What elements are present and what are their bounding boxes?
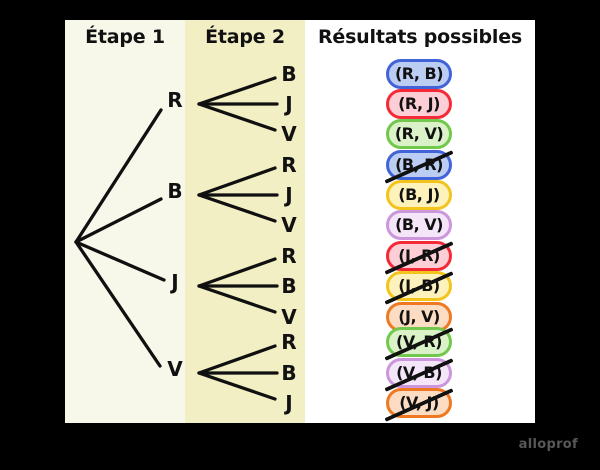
result-badge-br: (B, R) (386, 150, 452, 180)
stage1-header: Étape 1 (85, 26, 165, 48)
stage2-letter: B (281, 274, 297, 298)
diagram-card (65, 20, 535, 423)
stage2-letter: B (281, 361, 297, 385)
stage2-header: Étape 2 (205, 26, 285, 48)
results-header: Résultats possibles (317, 26, 523, 48)
stage2-letter: R (281, 330, 297, 354)
stage2-letter: V (281, 122, 297, 146)
stage1-letter-r: R (167, 88, 183, 112)
result-badge-rv: (R, V) (386, 119, 452, 149)
stage2-letter: B (281, 62, 297, 86)
stage2-letter: J (285, 92, 293, 116)
result-badge-bj: (B, J) (386, 180, 452, 210)
alloprof-watermark: alloprof (518, 437, 578, 452)
stage1-letter-b: B (167, 179, 183, 203)
stage2-letter: R (281, 244, 297, 268)
result-badge-vb: (V, B) (386, 358, 452, 388)
result-badge-vr: (V, R) (386, 327, 452, 357)
stage1-letter-v: V (167, 357, 183, 381)
result-badge-jb: (J, B) (386, 271, 452, 301)
result-badge-rj: (R, J) (386, 89, 452, 119)
stage2-letter: V (281, 213, 297, 237)
result-badge-vj: (V, J) (386, 388, 452, 418)
stage1-letter-j: J (171, 270, 179, 294)
stage2-letter: J (285, 183, 293, 207)
result-badge-rb: (R, B) (386, 59, 452, 89)
stage2-letter: V (281, 305, 297, 329)
stage2-letter: J (285, 391, 293, 415)
stage2-letter: R (281, 153, 297, 177)
result-badge-bv: (B, V) (386, 210, 452, 240)
result-badge-jr: (J, R) (386, 241, 452, 271)
